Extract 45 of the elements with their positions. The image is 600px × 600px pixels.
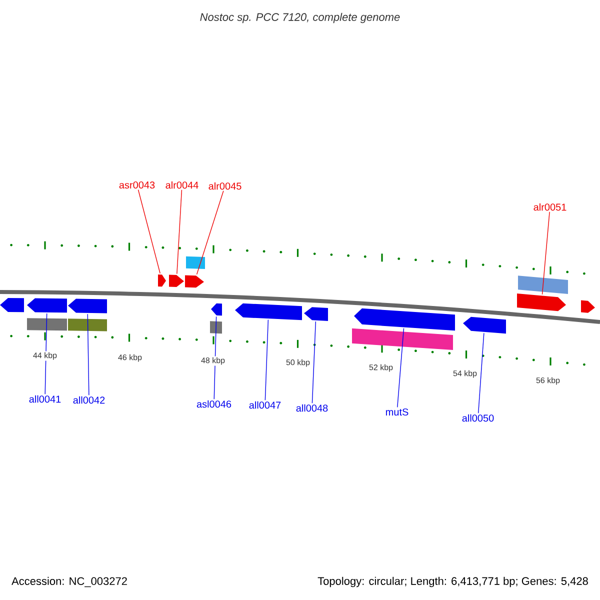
gene-label: all0041	[29, 395, 61, 403]
gene-label: alr0051	[534, 203, 566, 211]
leader-line	[44, 313, 48, 394]
scale-label: 52 kbp	[368, 363, 394, 373]
gene-label: mutS	[386, 408, 408, 416]
gene-block	[158, 274, 166, 287]
gene-block	[235, 303, 302, 320]
gene-block	[463, 316, 506, 334]
scale-label: 56 kbp	[535, 376, 562, 386]
gene-label: asl0046	[196, 400, 232, 408]
gene-block	[169, 274, 184, 288]
gene-block	[68, 298, 107, 314]
leader-line	[478, 332, 484, 414]
gene-label: all0042	[73, 396, 105, 404]
gene-label: all0050	[462, 414, 494, 422]
gene-label: asr0043	[119, 181, 155, 189]
gene-block	[211, 303, 222, 316]
leader-line	[542, 212, 550, 295]
gene-label: all0047	[249, 401, 281, 409]
leader-line	[214, 316, 217, 400]
genome-info-text: Topology: circular; Length: 6,413,771 bp; Genes: 5,428	[318, 576, 588, 588]
title: Nostoc sp. PCC 7120, complete genome	[200, 12, 400, 24]
gene-label: all0048	[296, 404, 328, 412]
gene-block	[304, 307, 328, 321]
gene-block	[581, 300, 595, 313]
gene-block	[517, 294, 566, 312]
scale-label: 50 kbp	[285, 358, 312, 368]
leader-line	[176, 190, 182, 274]
scale-label: 46 kbp	[117, 353, 143, 363]
leader-line	[87, 314, 90, 396]
scale-label: 54 kbp	[452, 369, 478, 379]
gene-block	[0, 298, 24, 312]
leader-line	[138, 189, 160, 274]
leader-line	[397, 328, 404, 408]
leader-line	[312, 321, 316, 404]
scale-label: 44 kbp	[32, 351, 58, 361]
leader-line	[264, 319, 269, 400]
scale-label: 48 kbp	[200, 356, 226, 366]
gene-label: alr0045	[208, 182, 242, 190]
gene-block	[27, 298, 67, 313]
gene-block	[185, 275, 204, 288]
gene-label: alr0044	[166, 181, 198, 189]
accession-text: Accession: NC_003272	[12, 576, 127, 588]
leader-line	[196, 190, 224, 275]
gene-block	[354, 308, 455, 331]
